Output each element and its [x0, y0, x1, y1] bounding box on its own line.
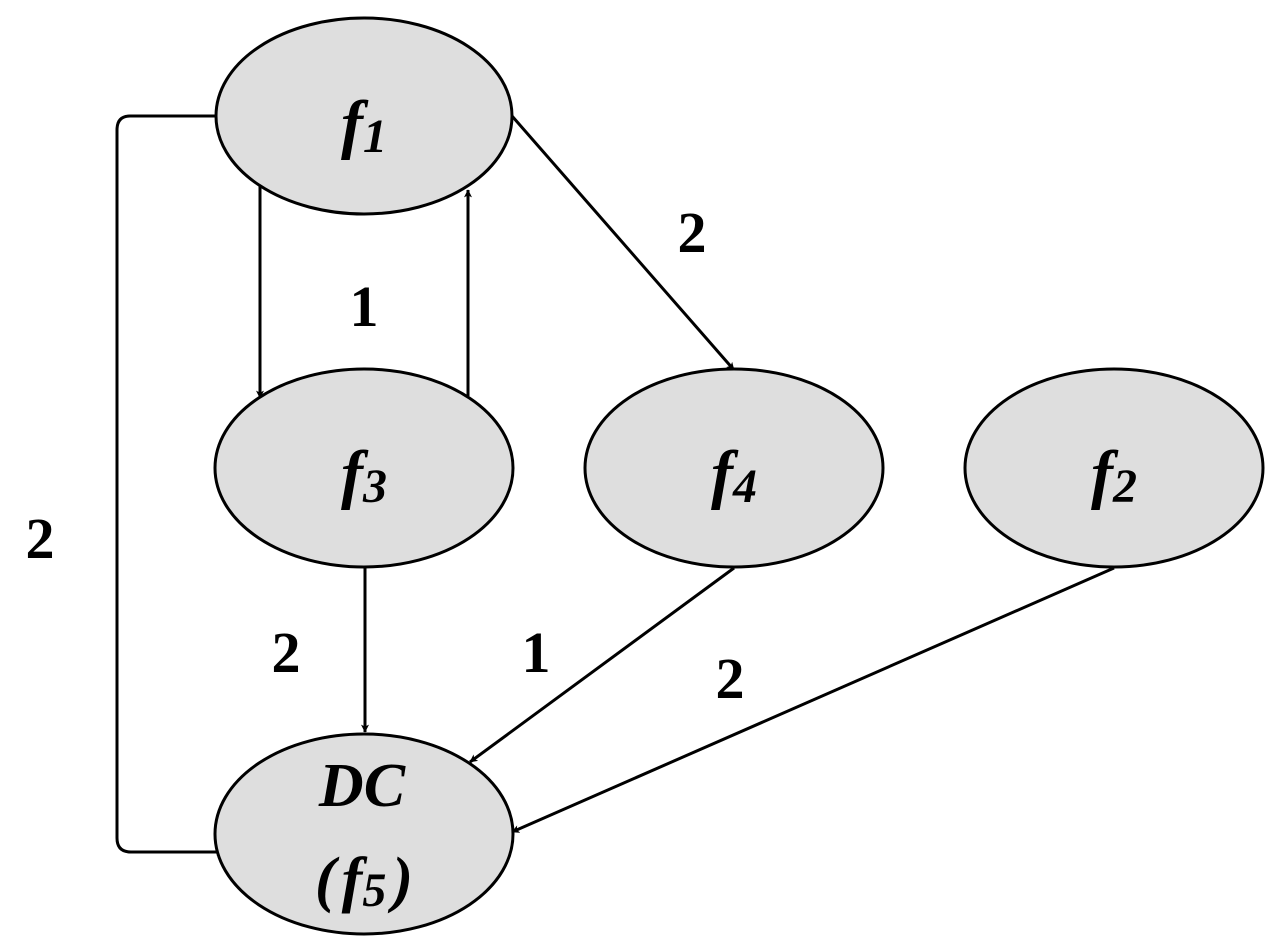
- node-f4: f4: [583, 367, 885, 569]
- node-dc: DC (f5): [213, 732, 515, 936]
- edge-f1-to-f4: [510, 115, 736, 371]
- node-f2-sub: 2: [1112, 460, 1137, 513]
- edge-label-f1-dc: 2: [26, 506, 55, 571]
- edge-label-f2-dc: 2: [716, 646, 745, 711]
- node-f2: f2: [963, 367, 1265, 569]
- edge-f4-to-dc: [469, 566, 735, 764]
- edge-f1-to-dc: [115, 114, 225, 856]
- edge-label-f1-f3: 1: [350, 274, 379, 339]
- svg-text:f2: f2: [1091, 438, 1137, 513]
- edge-label-f1-f4: 2: [678, 200, 707, 265]
- node-dc-close-paren: ): [387, 846, 413, 914]
- node-f3-sub: 3: [362, 460, 387, 513]
- node-dc-sub: 5: [362, 864, 386, 917]
- node-f1: f1: [214, 16, 514, 216]
- edge-f2-to-dc: [511, 566, 1115, 834]
- node-f1-sub: 1: [363, 110, 387, 163]
- node-f4-sub: 4: [732, 460, 757, 513]
- node-dc-title: DC: [318, 752, 406, 820]
- edge-label-f4-dc: 1: [522, 620, 551, 685]
- edge-label-f3-dc: 2: [272, 620, 301, 685]
- node-f3: f3: [213, 367, 515, 569]
